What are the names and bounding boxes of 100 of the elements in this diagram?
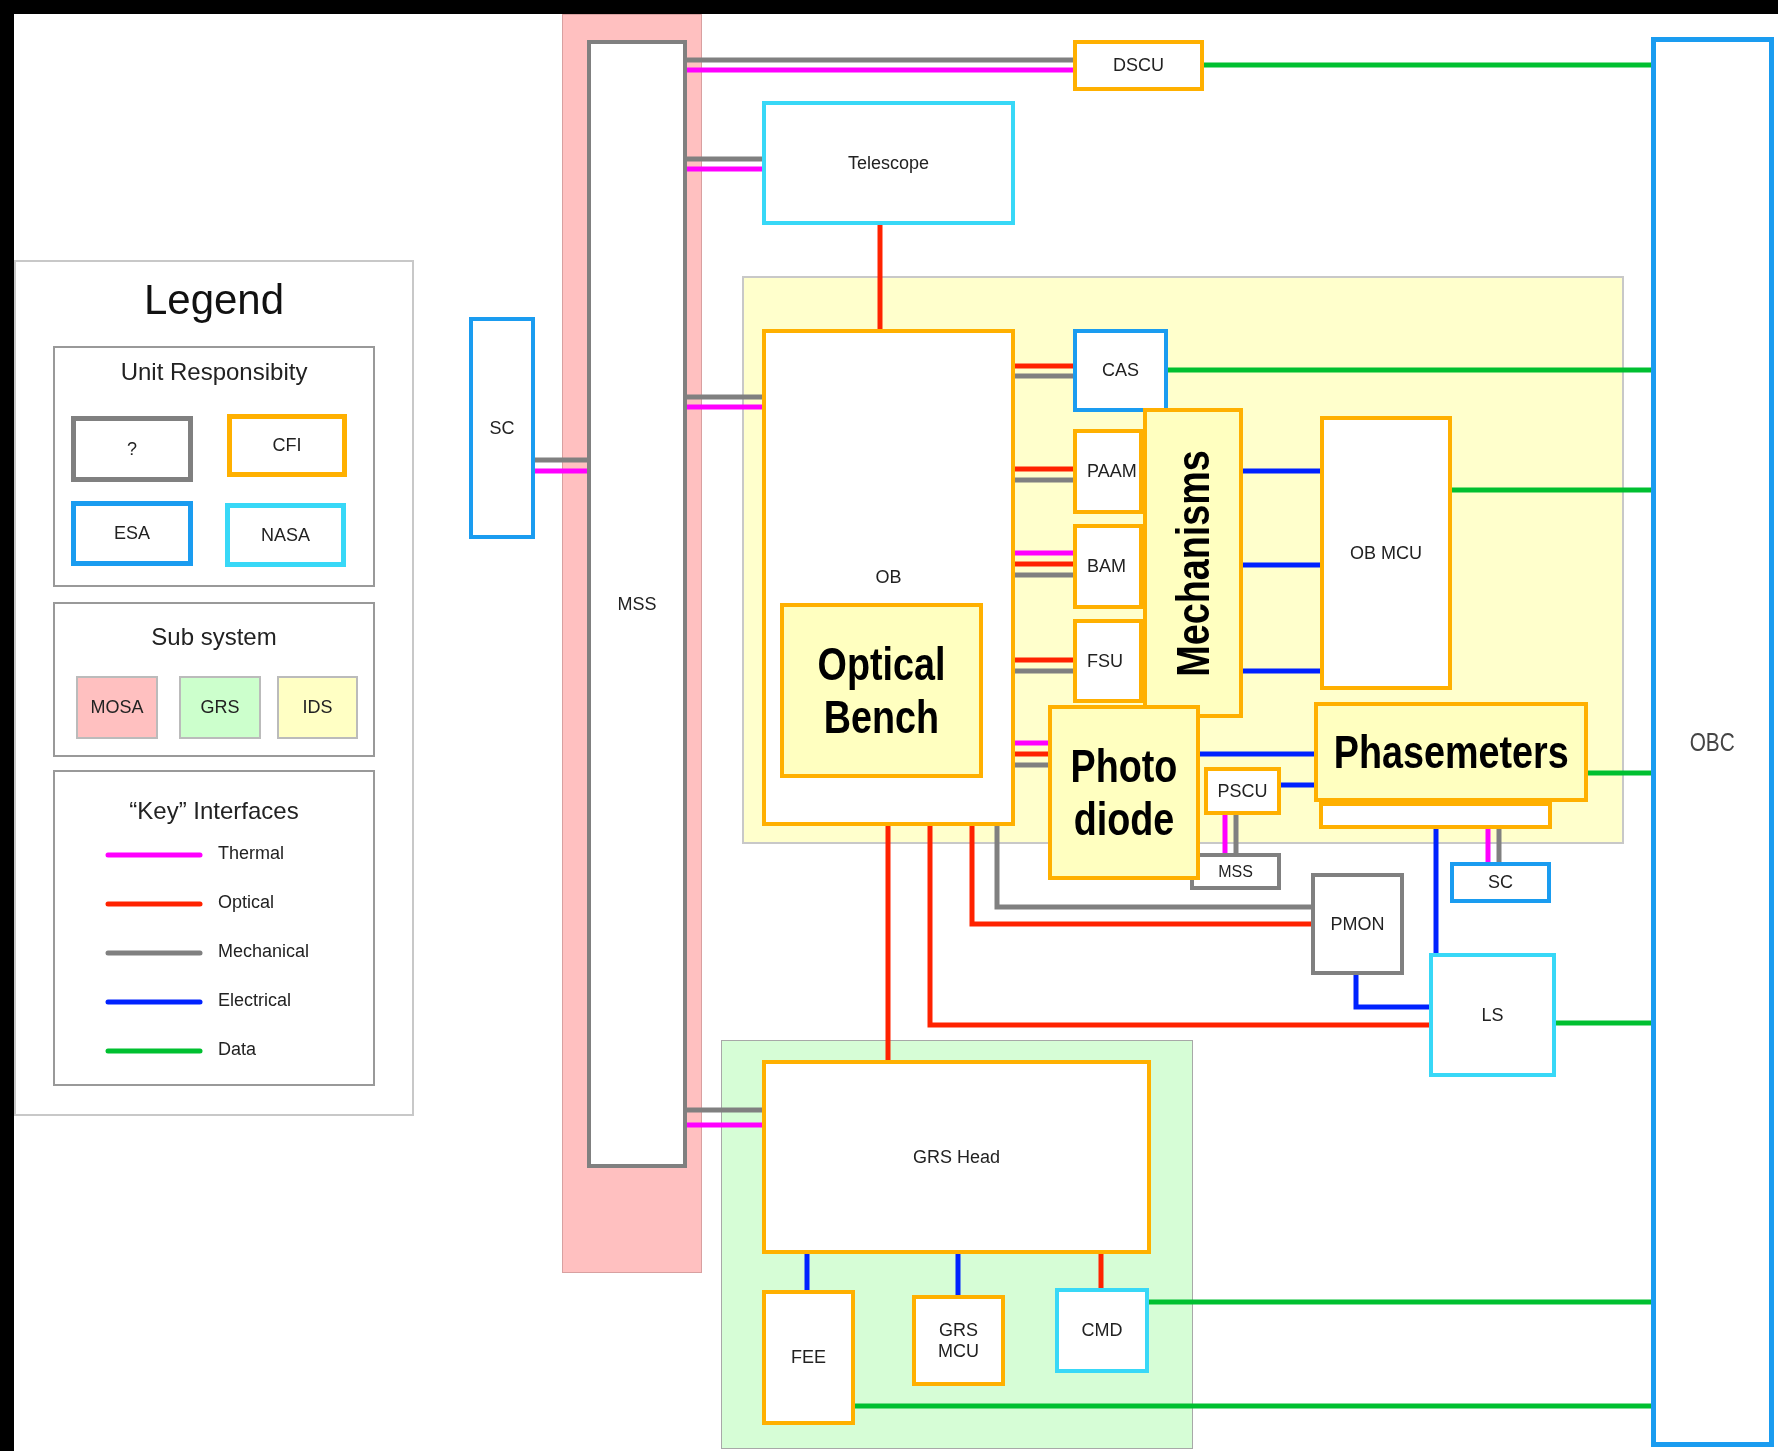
connector-line (1168, 367, 1651, 373)
connector-line (1015, 762, 1048, 768)
unit-box (762, 1060, 1151, 1254)
unit-label: Telescope (847, 152, 930, 174)
connector-line (1200, 751, 1314, 757)
legend-swatch: NASA (225, 503, 346, 567)
connector-line (1433, 829, 1439, 953)
unit-label: CAS (1102, 360, 1139, 381)
unit-label: DSCU (1113, 55, 1164, 76)
unit-label: PMON (1330, 913, 1385, 935)
legend-heading: Sub system (151, 623, 277, 651)
legend-text: Thermal (218, 843, 284, 864)
connector-line (804, 1254, 810, 1290)
connector-line (1015, 740, 1048, 746)
callout-box (1314, 702, 1588, 802)
legend-text: Optical (218, 892, 275, 913)
connector-line (1015, 668, 1073, 674)
unit-box (1073, 429, 1143, 514)
unit-label: OB MCU (1350, 542, 1422, 564)
legend-heading: “Key” Interfaces (129, 797, 299, 825)
connector-line (1281, 782, 1314, 788)
legend-swatch: IDS (277, 676, 358, 739)
connector-line (1015, 572, 1073, 578)
unit-box (912, 1295, 1005, 1386)
connector-line (1015, 550, 1073, 556)
connector-line (969, 826, 1311, 927)
connector-line (687, 166, 762, 172)
connector-line (1222, 815, 1228, 853)
legend-swatch: ESA (71, 501, 193, 566)
connector-line (1015, 561, 1073, 567)
unit-label: SC (489, 417, 515, 439)
unit-label: GRS Head (912, 1146, 1000, 1168)
callout-text: Optical Bench (816, 637, 947, 744)
subsystem-region (742, 276, 1624, 844)
connector-line (687, 1122, 762, 1128)
unit-label: OBC (1689, 726, 1736, 758)
connector-line (687, 156, 762, 162)
connector-line (1233, 815, 1239, 853)
unit-box (469, 317, 535, 539)
connector-line (1353, 975, 1429, 1010)
connector-line (855, 1403, 1651, 1409)
connector-line (687, 67, 1073, 73)
callout-text: Photo diode (1069, 739, 1179, 846)
legend-text: Data (218, 1039, 257, 1060)
connector-line (927, 826, 1429, 1028)
connector-line (994, 826, 1311, 910)
unit-label: PAAM (1087, 461, 1137, 482)
legend-swatch: CFI (227, 414, 347, 477)
unit-box (1073, 40, 1204, 91)
unit-box (1651, 37, 1774, 1447)
connector-line (1485, 829, 1491, 862)
unit-box (762, 329, 1015, 826)
connector-line (1015, 373, 1073, 379)
connector-line (1098, 1254, 1104, 1288)
legend-swatch: GRS (179, 676, 261, 739)
callout-text: Mechanisms (1166, 449, 1220, 677)
connector-line (1243, 668, 1320, 674)
unit-box (1073, 329, 1168, 412)
connector-line (1015, 363, 1073, 369)
connector-line (877, 225, 883, 329)
unit-box (1055, 1288, 1149, 1373)
subsystem-region (721, 1040, 1193, 1449)
connector-line (1015, 657, 1073, 663)
unit-box (1190, 853, 1281, 890)
unit-box (1450, 862, 1551, 903)
connector-line (1496, 829, 1502, 862)
unit-label: CMD (1081, 1320, 1123, 1341)
legend-title: Legend (143, 276, 285, 324)
unit-label: LS (1481, 1004, 1504, 1026)
callout-box (780, 603, 983, 778)
connector-line (535, 468, 587, 474)
callout-text: Phasemeters (1333, 725, 1569, 779)
legend-heading: Unit Responsibity (120, 358, 308, 386)
callout-box (1048, 705, 1200, 880)
connector-line (687, 1107, 762, 1113)
connector-line (1243, 562, 1320, 568)
connector-line (1588, 770, 1651, 776)
connector-line (687, 394, 762, 400)
unit-label: PSCU (1217, 780, 1268, 802)
unit-label: SC (1488, 872, 1513, 893)
connector-line (1556, 1020, 1651, 1026)
connector-line (1243, 468, 1320, 474)
connector-line (1015, 477, 1073, 483)
unit-label: OB (875, 567, 902, 588)
legend-text: Mechanical (218, 941, 310, 962)
connector-line (535, 457, 587, 463)
unit-label: MSS (1218, 862, 1253, 881)
connector-line (1015, 466, 1073, 472)
connector-line (687, 404, 762, 410)
unit-box (1320, 416, 1452, 690)
unit-box (1319, 802, 1552, 829)
connector-line (1452, 487, 1651, 493)
unit-label: BAM (1087, 556, 1126, 577)
unit-box (587, 40, 687, 1168)
connector-line (1015, 751, 1048, 757)
unit-box (762, 101, 1015, 225)
unit-box (1073, 524, 1143, 609)
unit-box (1429, 953, 1556, 1077)
legend-text: Electrical (218, 990, 292, 1011)
unit-label: MSS (617, 593, 657, 615)
